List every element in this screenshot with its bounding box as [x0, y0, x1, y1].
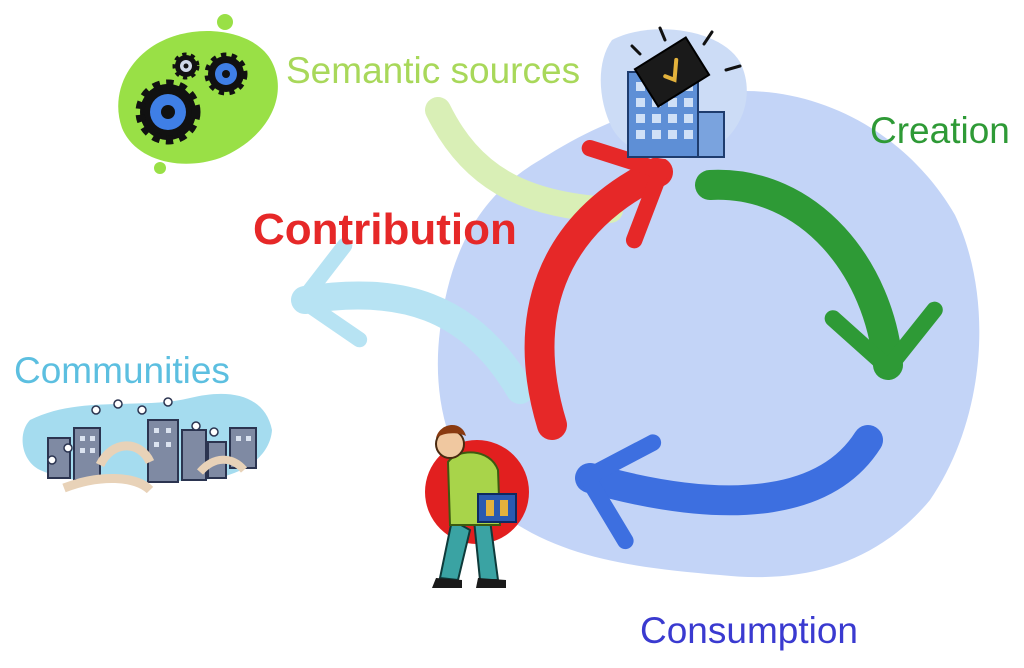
consumption-label: Consumption	[640, 610, 859, 651]
contribution-arrow	[524, 139, 673, 440]
person-reading-icon	[425, 424, 529, 588]
building-book-icon	[600, 26, 747, 160]
gears-icon	[118, 14, 278, 174]
city-community-icon	[22, 393, 273, 494]
semantic-sources-arrow	[425, 97, 623, 223]
creation-label: Creation	[870, 110, 1010, 151]
creation-arrow	[695, 169, 943, 380]
consumption-arrow	[575, 425, 883, 550]
communities-label: Communities	[14, 350, 230, 391]
contribution-label: Contribution	[253, 205, 517, 254]
semantic-sources-label: Semantic sources	[286, 50, 581, 91]
communities-arrow	[291, 237, 534, 404]
